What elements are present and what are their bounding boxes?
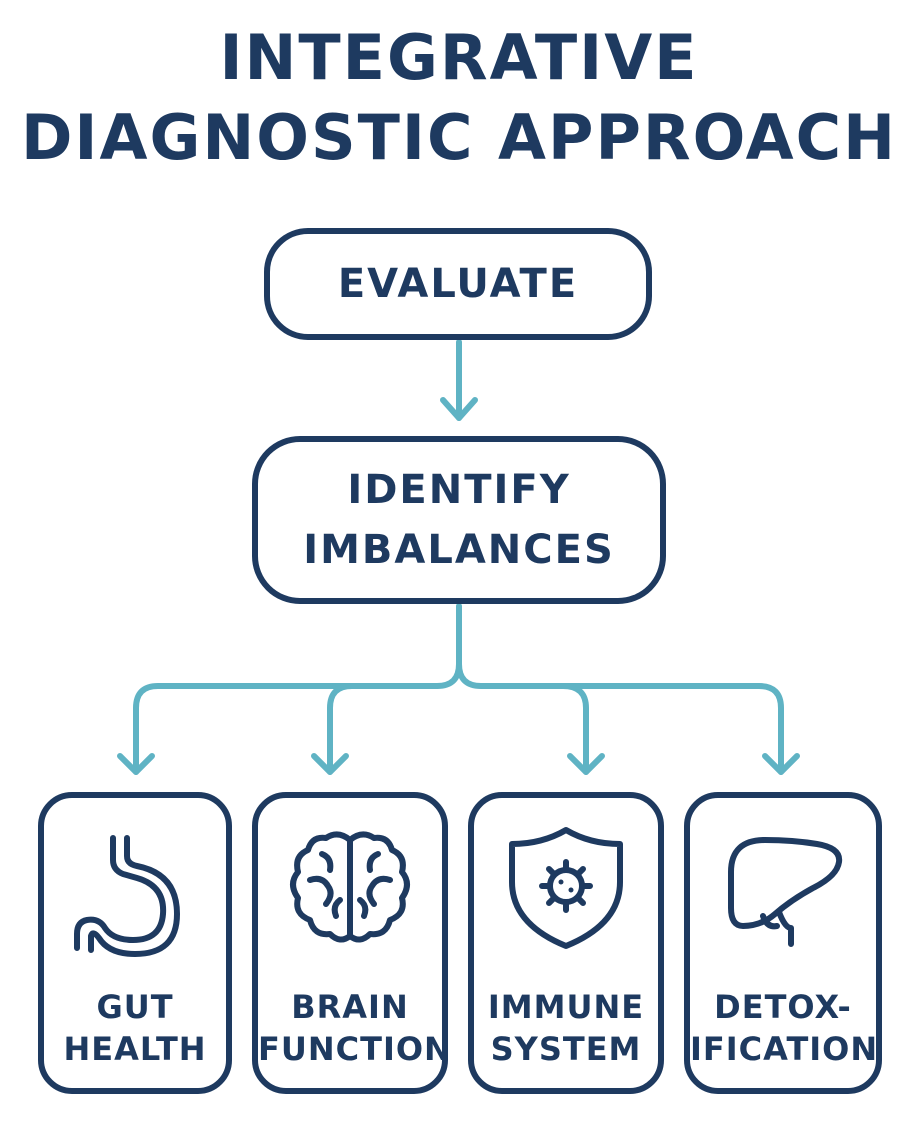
area-card-brain-function: BRAIN FUNCTION bbox=[252, 792, 452, 1094]
liver-icon bbox=[728, 837, 843, 947]
area-gut-label-line-1: GUT bbox=[96, 988, 174, 1026]
stomach-icon bbox=[74, 835, 180, 957]
arrowhead-brain bbox=[311, 753, 349, 775]
step-evaluate-box: EVALUATE bbox=[264, 228, 652, 340]
area-immune-label-line-1: IMMUNE bbox=[487, 988, 645, 1026]
connector-brain bbox=[327, 683, 440, 775]
brain-icon bbox=[290, 831, 410, 943]
step-evaluate-label: EVALUATE bbox=[337, 261, 579, 307]
connector-immune bbox=[560, 683, 589, 775]
connector-immune-detox bbox=[456, 661, 784, 775]
arrowhead-immune bbox=[567, 753, 605, 775]
area-card-immune-system: IMMUNE SYSTEM bbox=[468, 792, 664, 1094]
step-identify-box: IDENTIFY IMBALANCES bbox=[252, 436, 666, 604]
area-immune-label-line-2: SYSTEM bbox=[490, 1030, 642, 1068]
diagram-title-line-1: INTEGRATIVE bbox=[219, 21, 699, 94]
arrowhead-identify bbox=[440, 397, 478, 421]
step-identify-label-line-2: IMBALANCES bbox=[303, 527, 615, 573]
area-detox-label-line-1: DETOX- bbox=[714, 988, 852, 1026]
area-gut-label-line-2: HEALTH bbox=[63, 1030, 207, 1068]
shield-virus-icon bbox=[509, 827, 623, 949]
diagram-title-line-2: DIAGNOSTIC APPROACH bbox=[20, 101, 898, 174]
step-identify-label-line-1: IDENTIFY bbox=[347, 467, 571, 513]
arrowhead-detox bbox=[762, 753, 800, 775]
area-brain-label-line-2: FUNCTION bbox=[258, 1030, 452, 1068]
area-detox-label-line-2: IFICATION bbox=[690, 1030, 879, 1068]
area-card-detoxification: DETOX- IFICATION bbox=[684, 792, 882, 1094]
area-card-gut-health: GUT HEALTH bbox=[38, 792, 232, 1094]
area-brain-label-line-1: BRAIN bbox=[291, 988, 409, 1026]
arrowhead-gut bbox=[117, 753, 155, 775]
